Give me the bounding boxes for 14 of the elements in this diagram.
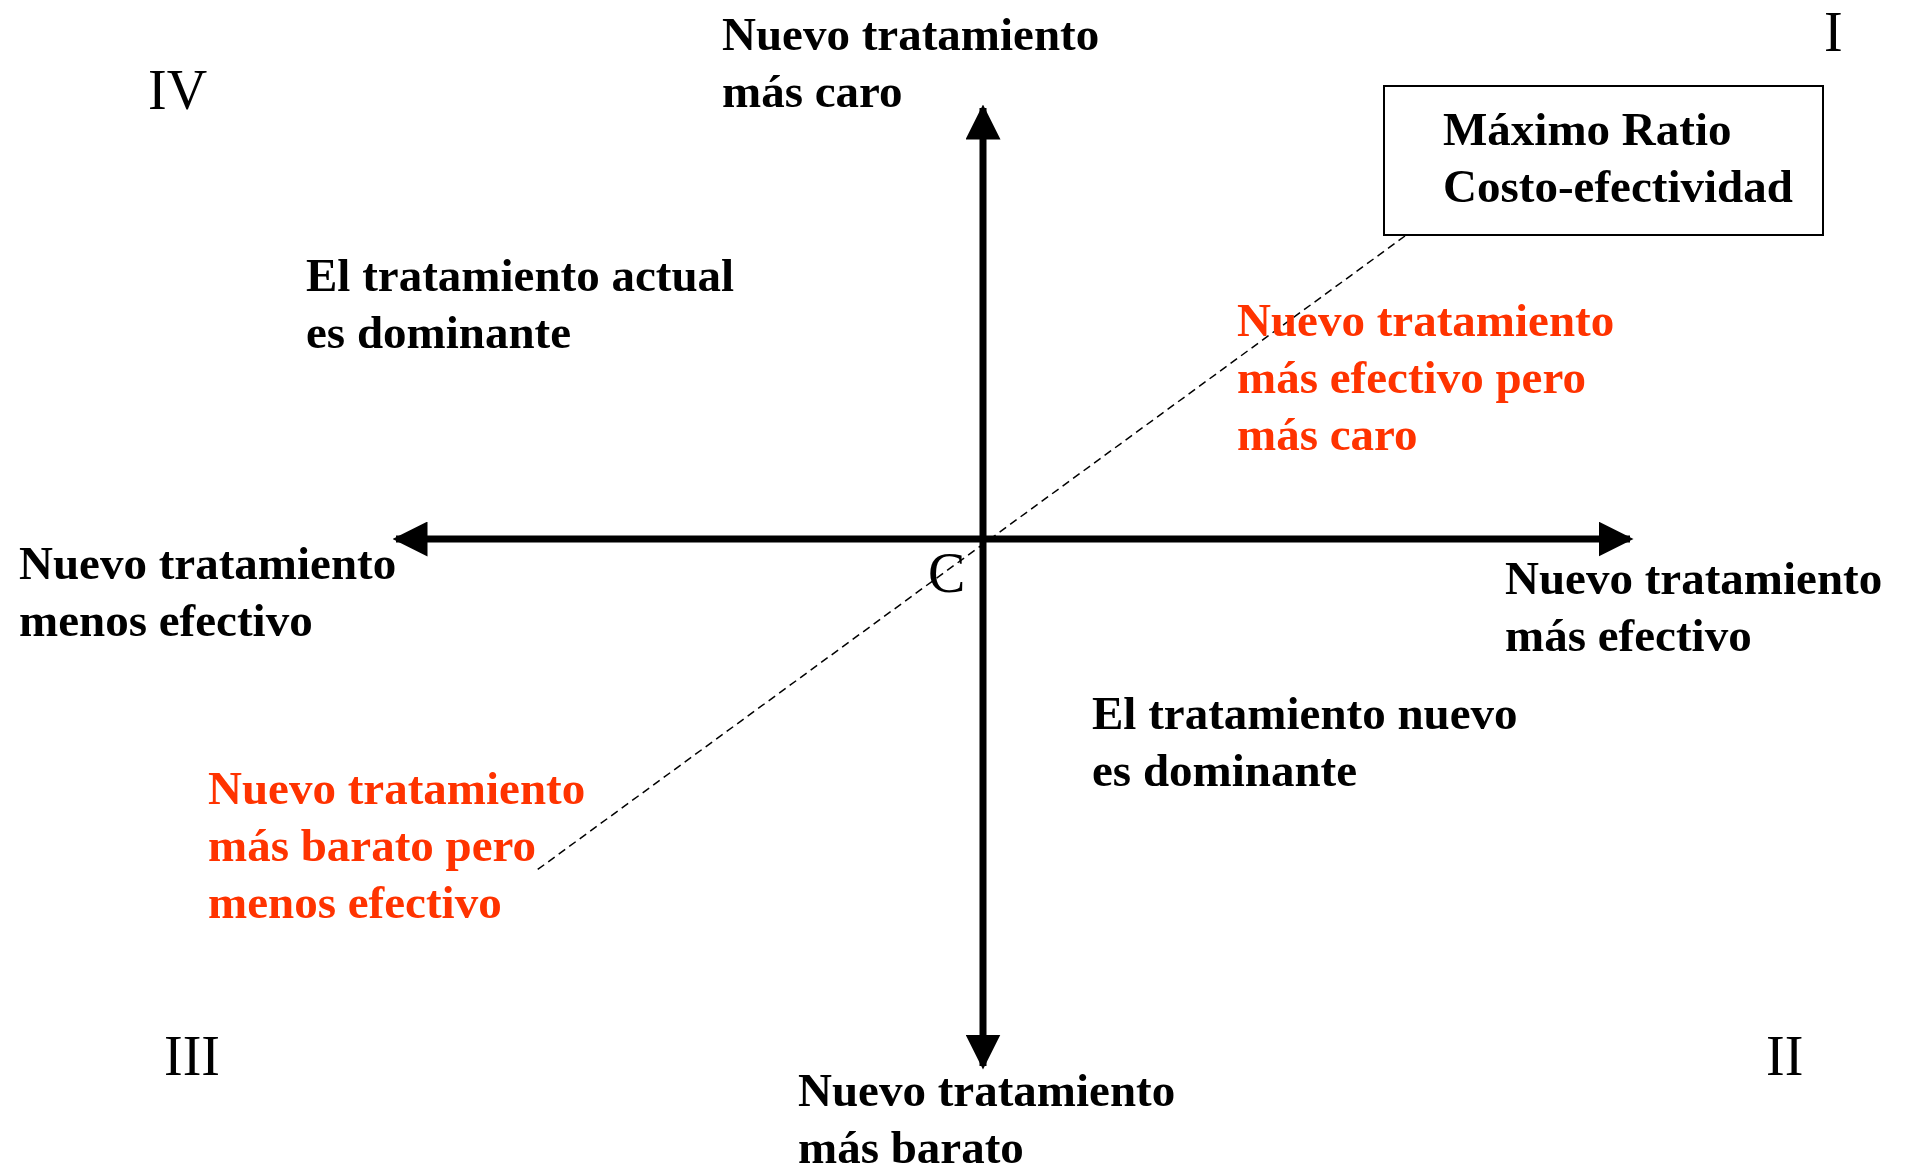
quadrant-number: III: [164, 1026, 220, 1086]
axis-label: Nuevo tratamiento más barato: [798, 1063, 1177, 1173]
quadrant-number: IV: [148, 60, 208, 120]
quadrant-number: I: [1824, 2, 1843, 62]
region-label: El tratamiento actual es dominante: [306, 248, 736, 360]
quadrant-number: II: [1766, 1026, 1804, 1086]
axis-label: Nuevo tratamiento más caro: [722, 7, 1101, 119]
callout-text: Máximo Ratio Costo-efectividad: [1443, 102, 1794, 214]
region-label: El tratamiento nuevo es dominante: [1092, 686, 1519, 798]
axis-label: Nuevo tratamiento más efectivo: [1505, 551, 1884, 663]
callout-box: [1383, 85, 1824, 236]
axis-label: Nuevo tratamiento menos efectivo: [19, 536, 398, 648]
region-label: Nuevo tratamiento más efectivo pero más caro: [1237, 293, 1616, 462]
region-label: Nuevo tratamiento más barato pero menos efectivo: [208, 761, 587, 930]
